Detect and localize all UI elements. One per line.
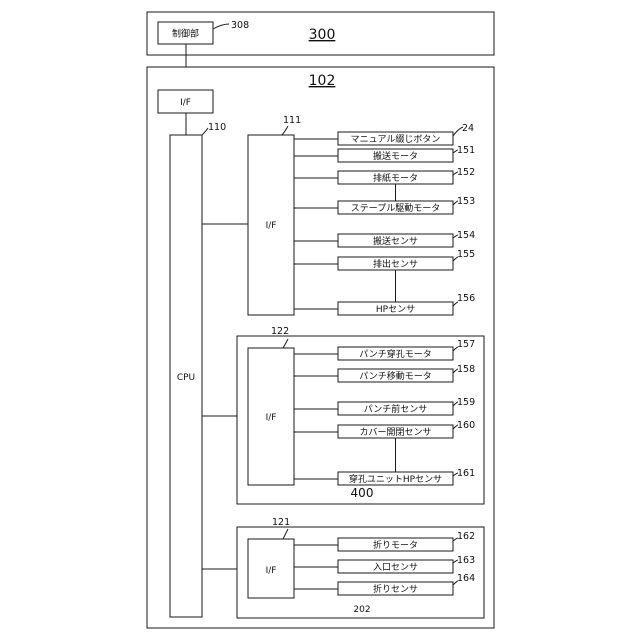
fold-sensor-ref: 164 <box>457 573 475 584</box>
punch-move-motor-label: パンチ移動モータ <box>359 370 431 382</box>
fold-motor-ref: 162 <box>457 531 475 542</box>
control-unit-label: 制御部 <box>172 28 199 40</box>
cpu-label: CPU <box>177 373 195 383</box>
unit-102-label: 102 <box>309 73 336 89</box>
punch-front-sensor-ref: 159 <box>457 397 475 408</box>
cover-sensor-ref: 160 <box>457 420 475 431</box>
manual-staple-button-ref: 24 <box>462 123 474 134</box>
transport-motor-label: 搬送モータ <box>373 150 418 162</box>
entrance-sensor-label: 入口センサ <box>373 562 418 573</box>
punch-motor-ref: 157 <box>457 339 475 350</box>
fold-sensor-label: 折りセンサ <box>373 583 418 595</box>
fold-motor-label: 折りモータ <box>373 539 418 551</box>
transport-motor-ref: 151 <box>457 145 475 156</box>
if-121-ref: 121 <box>272 517 290 528</box>
entrance-sensor-ref: 163 <box>457 555 475 566</box>
punch-unit-hp-sensor-ref: 161 <box>457 468 475 479</box>
punch-move-motor-ref: 158 <box>457 364 475 375</box>
staple-drive-motor-label: ステープル駆動モータ <box>351 203 440 214</box>
unit-400-label: 400 <box>351 486 374 500</box>
hp-sensor-ref: 156 <box>457 293 475 304</box>
control-unit-ref: 308 <box>231 20 249 31</box>
transport-sensor-ref: 154 <box>457 230 475 241</box>
if-121-label: I/F <box>266 566 277 576</box>
if-111-label: I/F <box>266 221 277 231</box>
if-111-ref: 111 <box>283 115 301 126</box>
cover-sensor-label: カバー開閉センサ <box>359 427 431 438</box>
unit-300-label: 300 <box>309 27 336 43</box>
discharge-motor-label: 排紙モータ <box>373 172 418 184</box>
discharge-motor-ref: 152 <box>457 167 475 178</box>
discharge-sensor-label: 排出センサ <box>373 258 418 270</box>
manual-staple-button-label: マニュアル綴じボタン <box>351 133 441 145</box>
cpu-ref: 110 <box>208 122 226 133</box>
if-122-label: I/F <box>266 413 277 423</box>
punch-front-sensor-label: パンチ前センサ <box>364 403 427 415</box>
unit-202-label: 202 <box>353 605 370 615</box>
if-top-label: I/F <box>180 98 191 108</box>
discharge-sensor-ref: 155 <box>457 249 475 260</box>
transport-sensor-label: 搬送センサ <box>373 235 418 247</box>
punch-motor-label: パンチ穿孔モータ <box>359 348 431 360</box>
hp-sensor-label: HPセンサ <box>376 304 415 315</box>
punch-unit-hp-sensor-label: 穿孔ユニットHPセンサ <box>349 473 442 485</box>
if-122-ref: 122 <box>271 326 289 337</box>
staple-drive-motor-ref: 153 <box>457 196 475 207</box>
